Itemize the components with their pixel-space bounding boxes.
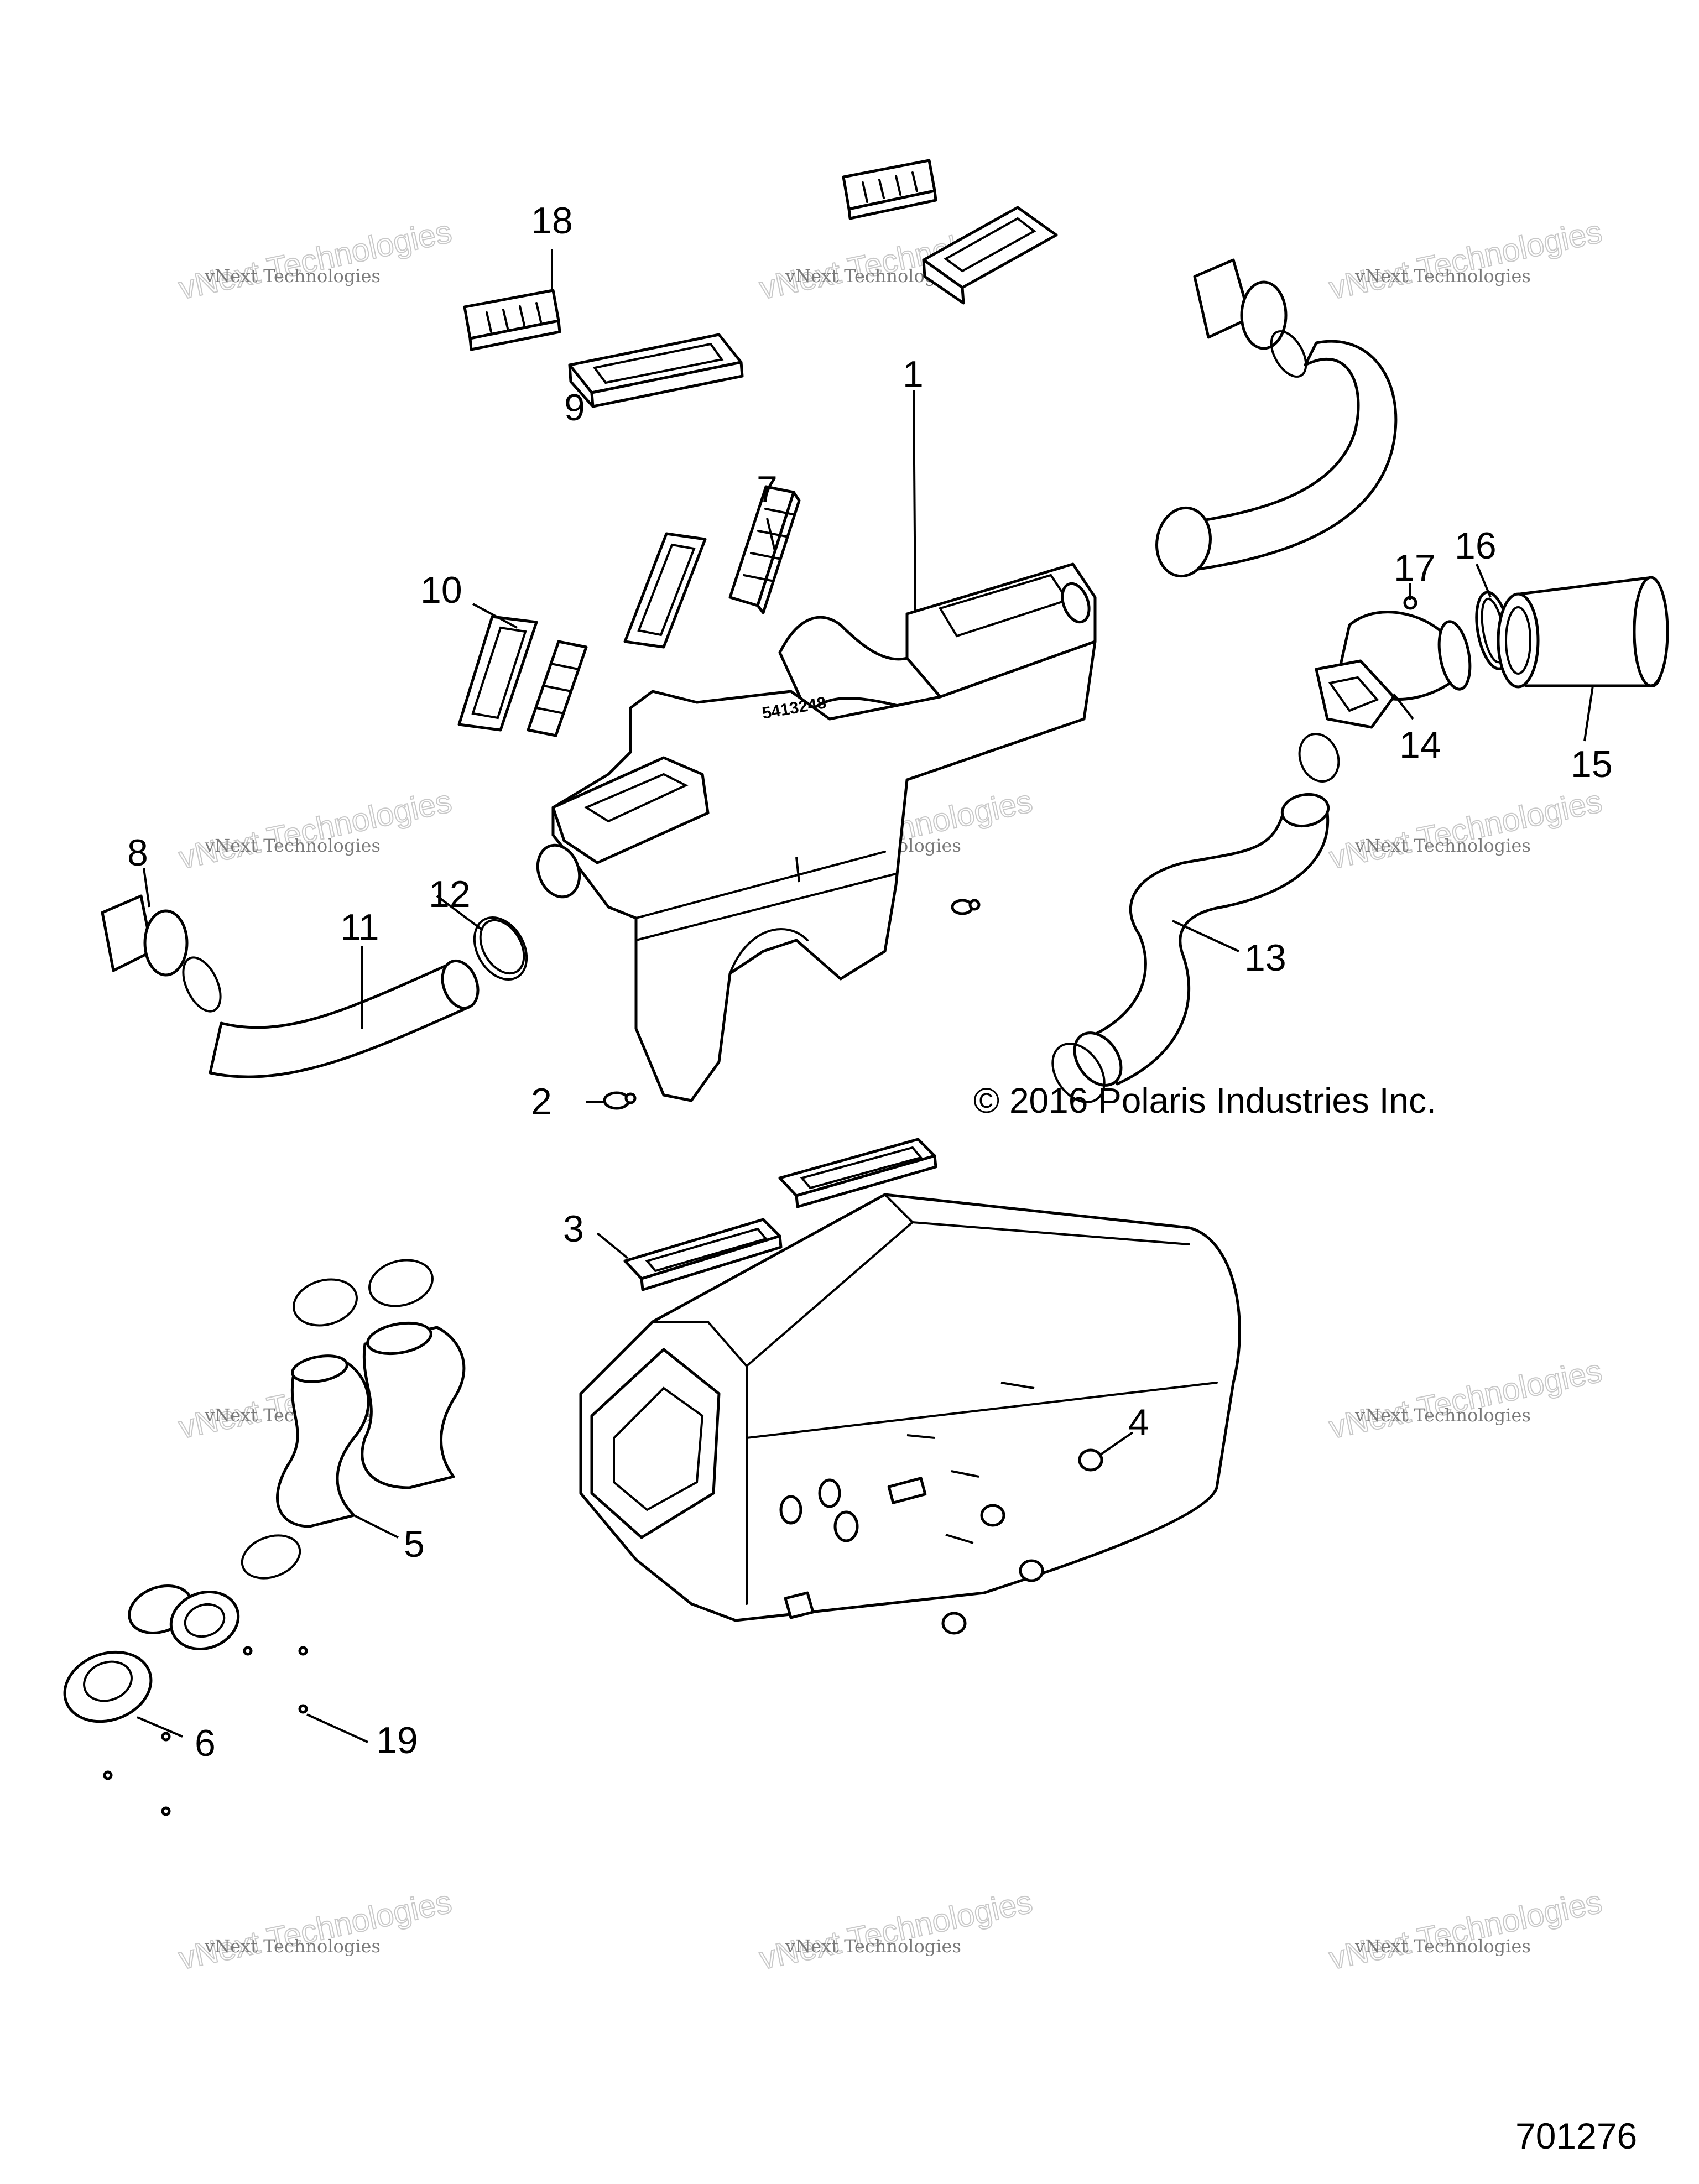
- part-5-ducts: [276, 1321, 466, 1528]
- watermark: vNext Technologies vNext Technologies: [756, 1883, 1036, 1977]
- callout-11: 11: [340, 906, 379, 948]
- callout-16: 16: [1455, 525, 1497, 567]
- watermark: vNext Technologies vNext Technologies: [1326, 783, 1606, 877]
- lower-single-clamp-ring: [241, 1534, 301, 1580]
- part-4-nuts: [941, 1448, 1103, 1635]
- part-13-duct: [1051, 793, 1330, 1103]
- left-clamp-ring: [182, 956, 222, 1013]
- watermark-large-text: vNext Technologies: [176, 783, 455, 876]
- callout-19: 19: [376, 1719, 418, 1761]
- callout-8: 8: [127, 832, 148, 874]
- leader-lines: [137, 249, 1594, 1743]
- part-3-bezel: [623, 1218, 783, 1291]
- part-9-bezel: [568, 333, 744, 408]
- callout-4: 4: [1128, 1401, 1149, 1443]
- watermark-small-text: vNext Technologies: [204, 1936, 381, 1957]
- heater-box-studs: [906, 1382, 1035, 1544]
- watermark-large-text: vNext Technologies: [1326, 783, 1605, 876]
- part-2-screw: [603, 1091, 637, 1110]
- callout-17: 17: [1394, 547, 1436, 589]
- watermark: vNext Technologies vNext Technologies: [175, 213, 455, 307]
- watermark-large-text: vNext Technologies: [1326, 1353, 1605, 1446]
- watermark-small-text: vNext Technologies: [1354, 1405, 1531, 1426]
- part-18-vent-grille: [463, 289, 561, 351]
- vertical-bezel: [623, 532, 707, 649]
- part-6-round-vents: [63, 1584, 240, 1723]
- callout-3: 3: [563, 1208, 584, 1250]
- watermark-small-text: vNext Technologies: [785, 1936, 961, 1957]
- part-19-screws: [103, 1646, 308, 1816]
- watermark-large-text: vNext Technologies: [1326, 1884, 1605, 1977]
- callout-1: 1: [903, 353, 924, 395]
- copyright-notice: © 2016 Polaris Industries Inc.: [973, 1081, 1436, 1120]
- watermark-large-text: vNext Technologies: [176, 1884, 455, 1977]
- right-clamp-ring: [1298, 733, 1340, 783]
- part-8-vent-outlet: [101, 894, 189, 977]
- center-vent-grille: [842, 159, 937, 220]
- callout-6: 6: [195, 1722, 216, 1764]
- heater-box-housing: [579, 1193, 1241, 1622]
- callout-14: 14: [1399, 724, 1441, 766]
- callout-9: 9: [564, 387, 585, 429]
- callout-2: 2: [531, 1081, 552, 1123]
- callout-5: 5: [404, 1523, 425, 1565]
- watermark-large-text: vNext Technologies: [1326, 213, 1605, 306]
- part-15-air-filter: [1497, 576, 1669, 689]
- figure-number: 701276: [1515, 2115, 1637, 2156]
- watermark: vNext Technologies vNext Technologies: [1326, 213, 1606, 307]
- watermark-small-text: vNext Technologies: [204, 835, 381, 856]
- watermark: vNext Technologies vNext Technologies: [1326, 1883, 1606, 1977]
- watermark-small-text: vNext Technologies: [1354, 1936, 1531, 1957]
- part-10-bezel: [457, 615, 538, 732]
- watermark: vNext Technologies vNext Technologies: [175, 1883, 455, 1977]
- watermark: vNext Technologies vNext Technologies: [1326, 1352, 1606, 1446]
- watermark-small-text: vNext Technologies: [1354, 835, 1531, 856]
- center-vent-bezel: [922, 206, 1058, 305]
- callouts: 18 9 7 1 10 17 16 14 15 8 12 11 13 2 3 4…: [127, 200, 1613, 1764]
- callout-10: 10: [420, 569, 462, 611]
- lower-clamp-rings: [293, 1259, 434, 1327]
- part-11-duct: [209, 959, 480, 1078]
- watermark-small-text: vNext Technologies: [204, 265, 381, 286]
- upper-bezel-lower-group: [778, 1138, 937, 1208]
- watermark-small-text: vNext Technologies: [1354, 265, 1531, 286]
- callout-18: 18: [531, 200, 573, 242]
- watermark-large-text: vNext Technologies: [176, 213, 455, 306]
- part-1-duct-housing: 5413248: [536, 562, 1097, 1102]
- center-screw: [951, 899, 981, 915]
- watermark: vNext Technologies vNext Technologies: [175, 783, 455, 877]
- part-10-vent-grille: [527, 640, 588, 737]
- callout-12: 12: [429, 873, 471, 915]
- part-7-vent-grille: [728, 485, 801, 614]
- callout-7: 7: [757, 468, 778, 510]
- right-vent-outlet: [1193, 258, 1307, 378]
- part-12-clamp-ring: [473, 916, 528, 981]
- right-upper-duct: [1155, 340, 1398, 578]
- callout-13: 13: [1244, 937, 1286, 979]
- watermark-large-text: vNext Technologies: [757, 1884, 1035, 1977]
- part-14-elbow-intake: [1315, 611, 1472, 729]
- callout-15: 15: [1571, 743, 1613, 785]
